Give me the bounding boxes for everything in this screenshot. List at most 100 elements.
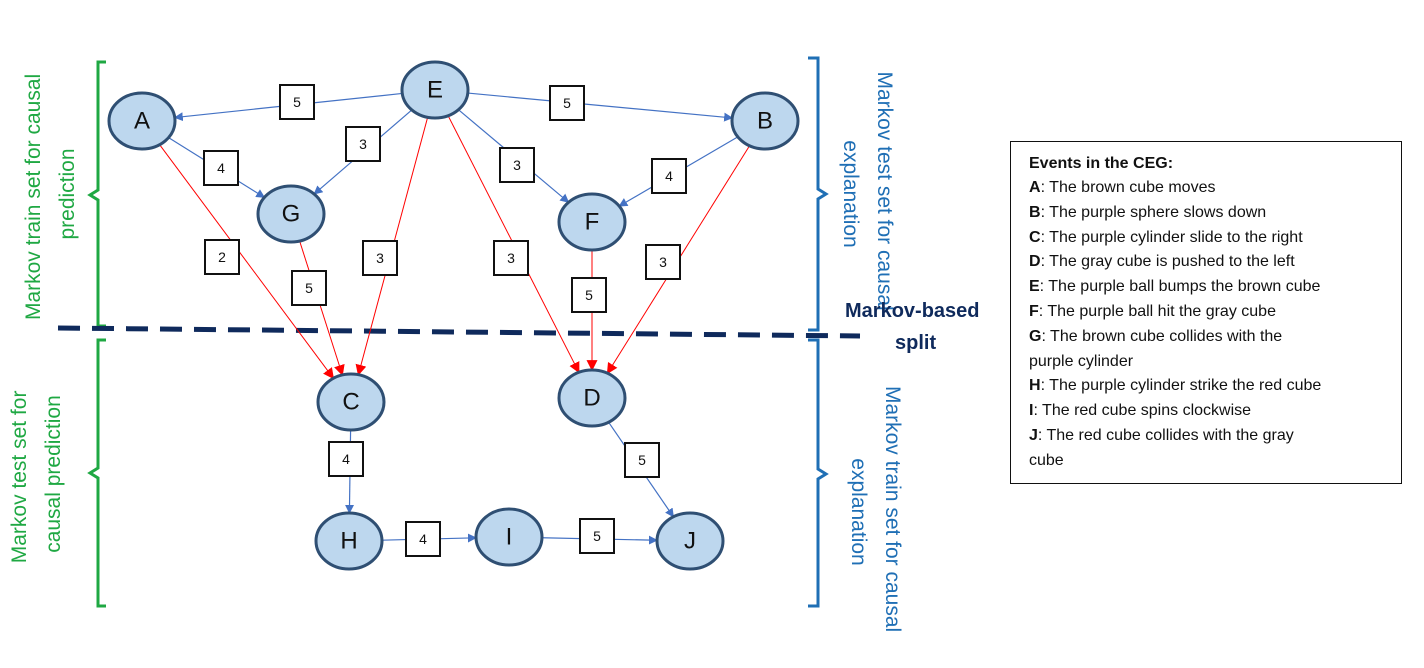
weight-label: 4: [217, 160, 225, 176]
legend-item: C: The purple cylinder slide to the righ…: [1029, 226, 1387, 251]
legend-item-text: : The brown cube moves: [1040, 179, 1216, 196]
legend-item-key: H: [1029, 377, 1041, 395]
weight-box-frame: [362, 240, 398, 276]
legend-item: B: The purple sphere slows down: [1029, 201, 1387, 226]
side-label-blue-top: Markov test set for causal explanation: [839, 71, 896, 316]
node-ellipse: [107, 91, 177, 151]
weight-box-frame: [499, 147, 535, 183]
legend-item: E: The purple ball bumps the brown cube: [1029, 275, 1387, 300]
legend-item-text: : The gray cube is pushed to the left: [1040, 253, 1295, 271]
legend-item-key: G: [1029, 327, 1042, 345]
weight-label: 5: [638, 452, 646, 468]
legend-item-key: D: [1029, 253, 1041, 271]
node-label: C: [342, 389, 359, 416]
legend-item: A: The brown cube moves: [1029, 176, 1387, 201]
weight-label: 3: [376, 250, 384, 266]
legend-item-text: : The red cube collides with the gray: [1037, 426, 1294, 444]
legend-item-text: : The purple ball hit the gray cube: [1038, 302, 1276, 320]
node-j: J: [655, 511, 725, 571]
node-i: I: [474, 507, 544, 567]
node-label: D: [583, 385, 600, 412]
legend-item-key: F: [1029, 302, 1039, 320]
node-ellipse: [400, 60, 470, 120]
node-g: G: [256, 184, 326, 244]
weight-label: 5: [293, 94, 301, 110]
weight-label: 4: [342, 451, 350, 467]
legend-item-text: : The red cube spins clockwise: [1033, 402, 1252, 420]
node-label: H: [340, 528, 357, 555]
node-ellipse: [256, 184, 326, 244]
legend-item-text: : The purple ball bumps the brown cube: [1039, 278, 1321, 296]
node-label: G: [282, 201, 301, 228]
edge-e-b: [467, 92, 734, 122]
legend-item-key: E: [1029, 278, 1040, 296]
weight-box-c-h: 4: [328, 441, 364, 477]
legend-item: F: The purple ball hit the gray cube: [1029, 300, 1387, 325]
weight-box-frame: [645, 244, 681, 280]
weight-box-frame: [651, 158, 687, 194]
legend-item-key: J: [1029, 426, 1038, 444]
events-legend: Events in the CEG: A: The brown cube mov…: [1010, 141, 1402, 484]
weight-label: 4: [665, 168, 673, 184]
weight-box-e-c: 3: [362, 240, 398, 276]
split-label-line2: split: [895, 332, 936, 354]
node-ellipse: [557, 368, 627, 428]
node-ellipse: [314, 511, 384, 571]
weight-box-frame: [549, 85, 585, 121]
weight-label: 3: [359, 136, 367, 152]
weight-box-d-j: 5: [624, 442, 660, 478]
edge-g-c: [299, 240, 345, 377]
legend-item-text: : The brown cube collides with the: [1041, 327, 1283, 345]
weight-box-frame: [345, 126, 381, 162]
weight-label: 3: [507, 250, 515, 266]
weight-box-frame: [493, 240, 529, 276]
legend-item-text: : The purple cylinder slide to the right: [1040, 228, 1303, 246]
weight-box-frame: [204, 239, 240, 275]
weight-label: 5: [585, 287, 593, 303]
brace-green-top: [87, 60, 106, 328]
weight-box-e-b: 5: [549, 85, 585, 121]
node-ellipse: [655, 511, 725, 571]
weight-label: 3: [513, 157, 521, 173]
legend-item-key: C: [1029, 228, 1041, 246]
node-ellipse: [730, 91, 800, 151]
weight-box-e-g: 3: [345, 126, 381, 162]
node-ellipse: [316, 372, 386, 432]
side-label-green-bottom: Markov test set for causal prediction: [8, 385, 65, 564]
split-label-line1: Markov-based: [845, 300, 980, 322]
node-h: H: [314, 511, 384, 571]
weight-label: 5: [305, 280, 313, 296]
node-b: B: [730, 91, 800, 151]
weight-box-frame: [579, 518, 615, 554]
node-label: E: [427, 77, 443, 104]
weight-box-frame: [405, 521, 441, 557]
legend-item: J: The red cube collides with the gray: [1029, 424, 1387, 449]
brace-blue-bottom: [808, 338, 829, 608]
weight-box-h-i: 4: [405, 521, 441, 557]
node-ellipse: [474, 507, 544, 567]
node-d: D: [557, 368, 627, 428]
legend-item-key: B: [1029, 203, 1041, 221]
node-label: F: [585, 209, 600, 236]
legend-item: purple cylinder: [1029, 350, 1387, 375]
node-c: C: [316, 372, 386, 432]
weight-label: 3: [659, 254, 667, 270]
weight-box-i-j: 5: [579, 518, 615, 554]
legend-item-text: cube: [1029, 451, 1064, 469]
weight-box-frame: [291, 270, 327, 306]
weight-label: 4: [419, 531, 427, 547]
node-label: A: [134, 108, 150, 135]
brace-blue-top: [808, 56, 829, 332]
legend-item: cube: [1029, 449, 1387, 474]
node-label: B: [757, 108, 773, 135]
node-label: I: [506, 524, 513, 551]
legend-item: H: The purple cylinder strike the red cu…: [1029, 374, 1387, 399]
weight-box-frame: [571, 277, 607, 313]
weight-box-frame: [328, 441, 364, 477]
weight-box-e-f: 3: [499, 147, 535, 183]
weight-box-f-d: 5: [571, 277, 607, 313]
legend-item-key: A: [1029, 179, 1041, 196]
